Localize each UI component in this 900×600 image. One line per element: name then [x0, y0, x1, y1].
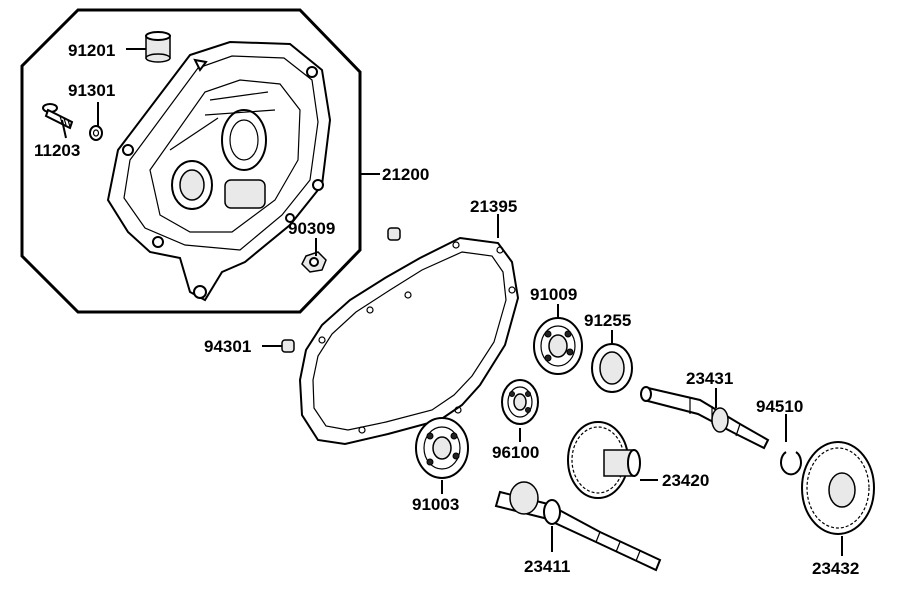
- label-23411: 23411: [524, 557, 570, 576]
- label-91301: 91301: [68, 81, 115, 100]
- bearing-91003: [415, 417, 469, 479]
- circlip-94510: [780, 451, 802, 476]
- label-91255: 91255: [584, 311, 631, 330]
- washer-91301: [89, 125, 103, 141]
- label-91201: 91201: [68, 41, 115, 60]
- shaft-23431: [640, 386, 770, 450]
- gear-23420: [567, 421, 641, 499]
- label-94510: 94510: [756, 397, 803, 416]
- label-94301: 94301: [204, 337, 251, 356]
- nut-90309: [301, 251, 327, 273]
- bolt-11203: [42, 103, 74, 130]
- cover-group-frame: [20, 8, 362, 314]
- oil-seal-91255: [591, 343, 633, 393]
- label-90309: 90309: [288, 219, 335, 238]
- label-91003: 91003: [412, 495, 459, 514]
- transmission-cover: [106, 40, 332, 302]
- label-91009: 91009: [530, 285, 577, 304]
- label-96100: 96100: [492, 443, 539, 462]
- label-23431: 23431: [686, 369, 733, 388]
- label-23432: 23432: [812, 559, 859, 578]
- gasket-21395: [298, 236, 520, 446]
- bushing-91201: [145, 31, 171, 63]
- gear-23432: [801, 441, 875, 535]
- bearing-96100: [501, 379, 539, 425]
- bearing-91009: [533, 317, 583, 375]
- label-21395: 21395: [470, 197, 517, 216]
- label-23420: 23420: [662, 471, 709, 490]
- shaft-23411: [494, 481, 662, 572]
- label-21200: 21200: [382, 165, 429, 184]
- label-11203: 11203: [34, 141, 80, 160]
